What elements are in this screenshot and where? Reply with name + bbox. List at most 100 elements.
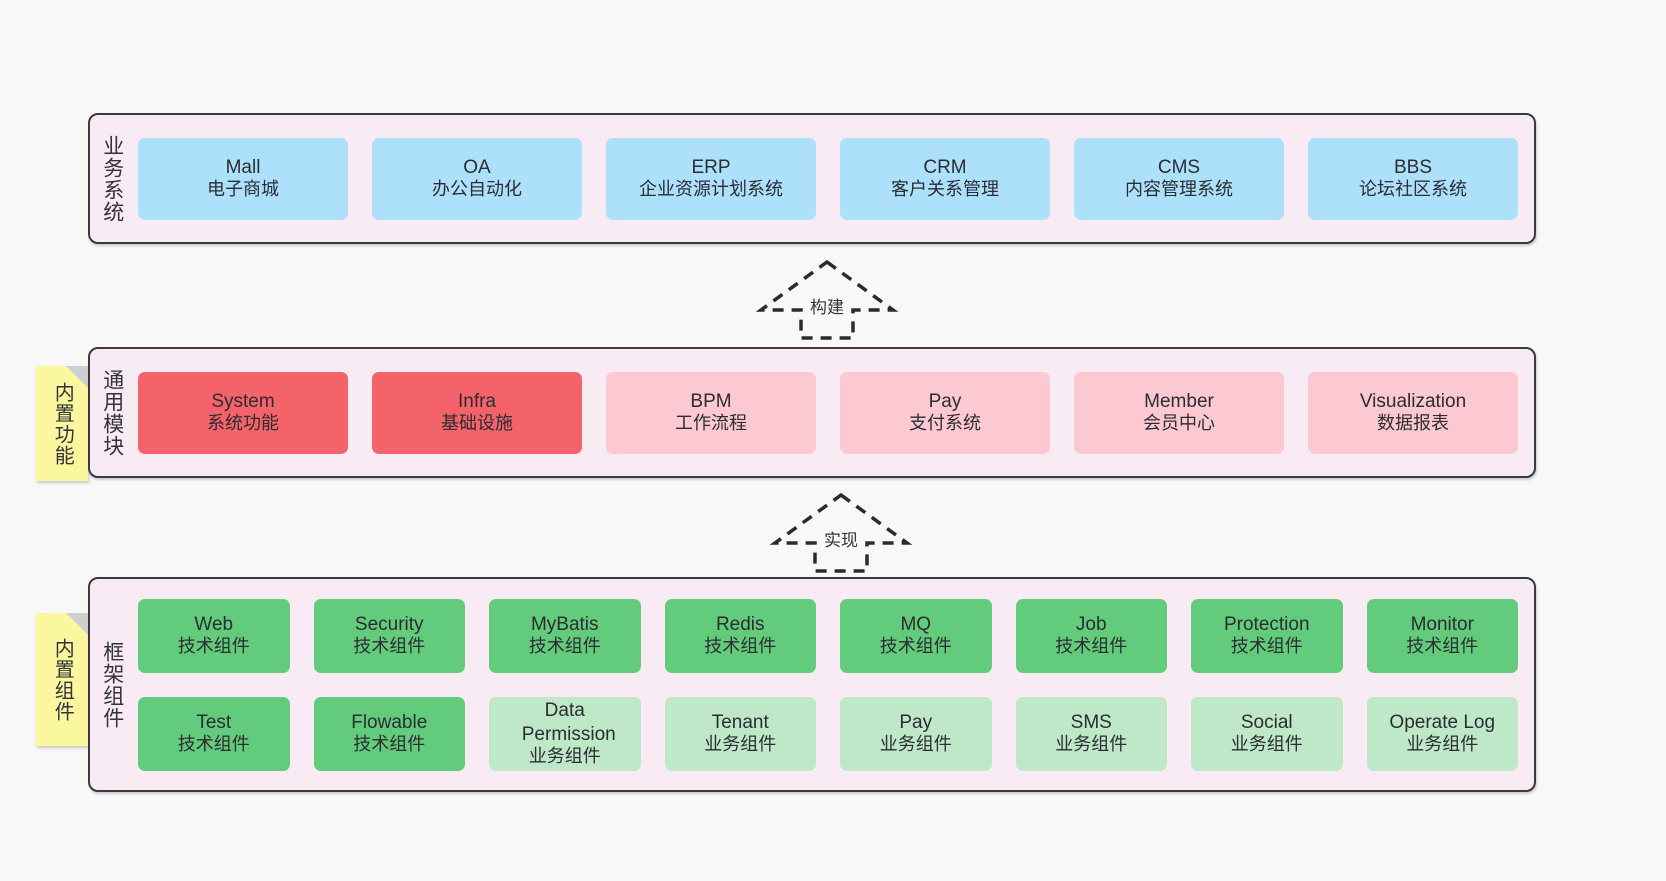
card-row: Mall 电子商城 OA 办公自动化 ERP 企业资源计划系统 CRM 客户关系… xyxy=(138,137,1518,220)
card-title: MyBatis xyxy=(530,613,599,635)
card-subtitle: 会员中心 xyxy=(1143,413,1215,434)
layer-label-common-module: 通用模块 xyxy=(100,368,124,457)
card-title: Pay xyxy=(899,711,933,733)
card-pay[interactable]: Pay 支付系统 xyxy=(840,371,1050,454)
card-member[interactable]: Member 会员中心 xyxy=(1074,371,1284,454)
card-title: Mall xyxy=(225,156,261,178)
card-subtitle: 业务组件 xyxy=(879,734,952,755)
card-title: Web xyxy=(194,613,234,635)
layer-framework-component: 框架组件 Web 技术组件 Security 技术组件 MyBatis 技术组件… xyxy=(88,577,1536,792)
layer-body-business-system: Mall 电子商城 OA 办公自动化 ERP 企业资源计划系统 CRM 客户关系… xyxy=(134,115,1534,242)
card-title: MQ xyxy=(900,613,932,635)
card-sms[interactable]: SMS 业务组件 xyxy=(1015,696,1167,771)
layer-body-framework-component: Web 技术组件 Security 技术组件 MyBatis 技术组件 Redi… xyxy=(134,579,1534,790)
card-title: Infra xyxy=(457,390,497,412)
card-title: Flowable xyxy=(351,711,428,733)
layer-label-business-system: 业务系统 xyxy=(100,134,124,223)
card-subtitle: 业务组件 xyxy=(528,745,601,766)
card-subtitle: 办公自动化 xyxy=(432,179,522,200)
card-title: Monitor xyxy=(1410,613,1474,635)
layer-body-common-module: System 系统功能 Infra 基础设施 BPM 工作流程 Pay 支付系统… xyxy=(134,349,1534,476)
card-pay-component[interactable]: Pay 业务组件 xyxy=(840,696,992,771)
card-subtitle: 企业资源计划系统 xyxy=(639,179,783,200)
card-tenant[interactable]: Tenant 业务组件 xyxy=(664,696,816,771)
card-subtitle: 技术组件 xyxy=(1055,636,1128,657)
card-subtitle: 业务组件 xyxy=(704,734,777,755)
card-title: SMS xyxy=(1070,711,1112,733)
card-subtitle: 支付系统 xyxy=(909,413,981,434)
layer-common-module: 通用模块 System 系统功能 Infra 基础设施 BPM 工作流程 Pay… xyxy=(88,347,1536,478)
card-mq[interactable]: MQ 技术组件 xyxy=(840,598,992,673)
card-title: Operate Log xyxy=(1389,711,1496,733)
card-title: Social xyxy=(1240,711,1293,733)
card-web[interactable]: Web 技术组件 xyxy=(138,598,290,673)
card-security[interactable]: Security 技术组件 xyxy=(313,598,465,673)
card-subtitle: 技术组件 xyxy=(177,636,250,657)
card-title: Pay xyxy=(928,390,962,412)
card-bbs[interactable]: BBS 论坛社区系统 xyxy=(1308,137,1518,220)
sticky-tab-builtin-component: 内置组件 xyxy=(36,613,88,746)
card-subtitle: 工作流程 xyxy=(675,413,747,434)
card-erp[interactable]: ERP 企业资源计划系统 xyxy=(606,137,816,220)
card-protection[interactable]: Protection 技术组件 xyxy=(1191,598,1343,673)
card-subtitle: 客户关系管理 xyxy=(891,179,999,200)
card-title: Protection xyxy=(1223,613,1310,635)
layer-label-framework-component: 框架组件 xyxy=(100,640,124,729)
card-mybatis[interactable]: MyBatis 技术组件 xyxy=(489,598,641,673)
card-title: BBS xyxy=(1393,156,1433,178)
card-subtitle: 电子商城 xyxy=(207,179,279,200)
card-subtitle: 业务组件 xyxy=(1230,734,1303,755)
card-subtitle: 技术组件 xyxy=(353,734,426,755)
card-operate-log[interactable]: Operate Log 业务组件 xyxy=(1366,696,1518,771)
card-row: System 系统功能 Infra 基础设施 BPM 工作流程 Pay 支付系统… xyxy=(138,371,1518,454)
card-subtitle: 业务组件 xyxy=(1055,734,1128,755)
connector-build: 构建 xyxy=(755,258,899,342)
connector-implement: 实现 xyxy=(769,491,913,575)
card-social[interactable]: Social 业务组件 xyxy=(1191,696,1343,771)
card-subtitle: 技术组件 xyxy=(528,636,601,657)
card-subtitle: 技术组件 xyxy=(704,636,777,657)
card-monitor[interactable]: Monitor 技术组件 xyxy=(1366,598,1518,673)
card-subtitle: 技术组件 xyxy=(1230,636,1303,657)
card-title: BPM xyxy=(690,390,732,412)
card-subtitle: 论坛社区系统 xyxy=(1359,179,1467,200)
card-flowable[interactable]: Flowable 技术组件 xyxy=(313,696,465,771)
card-subtitle: 内容管理系统 xyxy=(1125,179,1233,200)
card-title: Redis xyxy=(715,613,765,635)
card-subtitle: 系统功能 xyxy=(207,413,279,434)
card-title: Member xyxy=(1144,390,1214,412)
card-redis[interactable]: Redis 技术组件 xyxy=(664,598,816,673)
card-title: System xyxy=(211,390,275,412)
card-cms[interactable]: CMS 内容管理系统 xyxy=(1074,137,1284,220)
card-subtitle: 技术组件 xyxy=(879,636,952,657)
card-title: OA xyxy=(463,156,491,178)
card-title: Tenant xyxy=(711,711,769,733)
card-bpm[interactable]: BPM 工作流程 xyxy=(606,371,816,454)
layer-business-system: 业务系统 Mall 电子商城 OA 办公自动化 ERP 企业资源计划系统 CRM… xyxy=(88,113,1536,244)
card-data-permission[interactable]: Data Permission 业务组件 xyxy=(489,696,641,771)
card-title: CRM xyxy=(923,156,967,178)
card-subtitle: 技术组件 xyxy=(1406,636,1479,657)
card-job[interactable]: Job 技术组件 xyxy=(1015,598,1167,673)
card-subtitle: 业务组件 xyxy=(1406,734,1479,755)
card-crm[interactable]: CRM 客户关系管理 xyxy=(840,137,1050,220)
card-title: Data Permission xyxy=(521,700,616,745)
card-mall[interactable]: Mall 电子商城 xyxy=(138,137,348,220)
card-title: Test xyxy=(196,711,232,733)
sticky-tab-builtin-function: 内置功能 xyxy=(36,366,88,481)
card-title: Visualization xyxy=(1359,390,1467,412)
card-subtitle: 技术组件 xyxy=(353,636,426,657)
card-row: Test 技术组件 Flowable 技术组件 Data Permission … xyxy=(138,696,1518,771)
card-title: Job xyxy=(1075,613,1107,635)
card-subtitle: 数据报表 xyxy=(1377,413,1449,434)
sticky-tab-label: 内置组件 xyxy=(51,637,74,722)
card-visualization[interactable]: Visualization 数据报表 xyxy=(1308,371,1518,454)
sticky-tab-label: 内置功能 xyxy=(51,381,74,466)
card-title: Security xyxy=(354,613,424,635)
card-test[interactable]: Test 技术组件 xyxy=(138,696,290,771)
card-subtitle: 技术组件 xyxy=(177,734,250,755)
card-system[interactable]: System 系统功能 xyxy=(138,371,348,454)
card-oa[interactable]: OA 办公自动化 xyxy=(372,137,582,220)
card-infra[interactable]: Infra 基础设施 xyxy=(372,371,582,454)
